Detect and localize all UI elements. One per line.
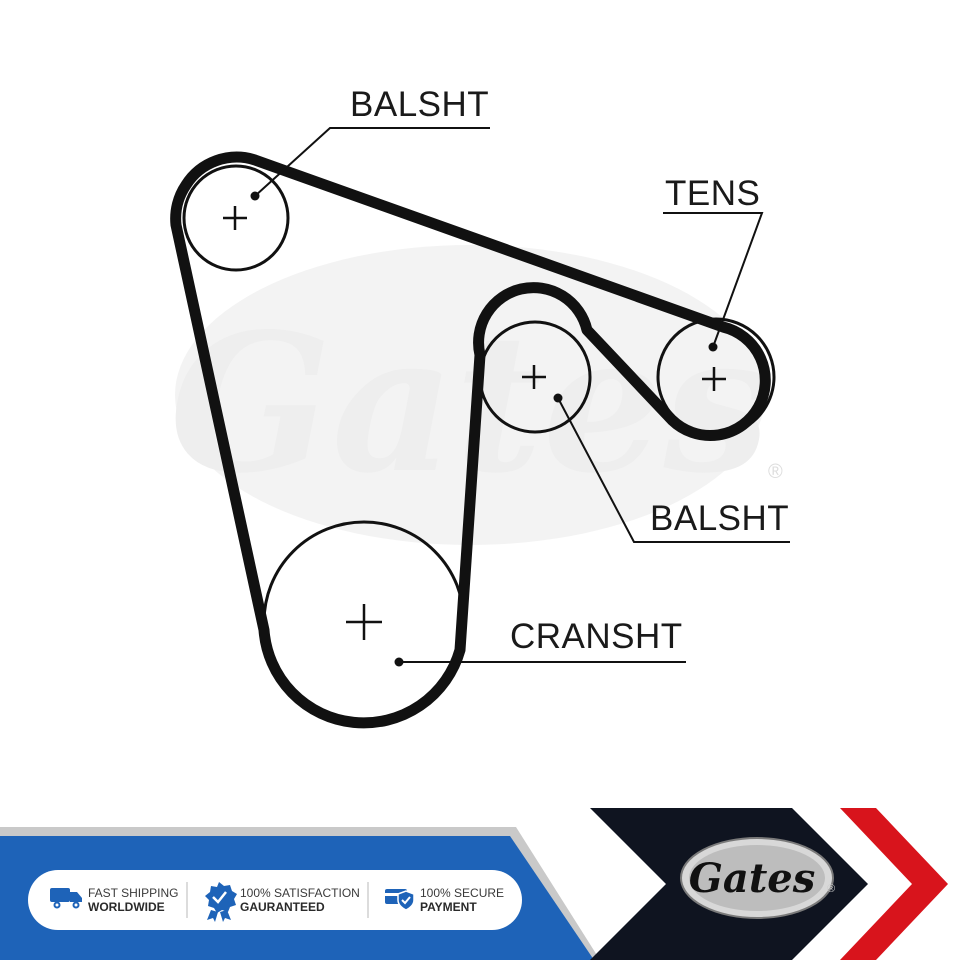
watermark-oval bbox=[175, 245, 765, 545]
balshaft-top-pulley bbox=[182, 164, 290, 272]
footer-banner: Gates ® FAST SHIPPING WORLDWIDE bbox=[0, 808, 948, 960]
badge-check-icon bbox=[205, 882, 237, 922]
crankshaft-center-plus bbox=[346, 604, 382, 640]
leader-lines bbox=[254, 127, 790, 663]
leader-balshaft-right bbox=[557, 397, 790, 543]
badge-fast-shipping: FAST SHIPPING WORLDWIDE bbox=[50, 886, 178, 914]
badge-satisfaction-line2: GAURANTEED bbox=[240, 900, 325, 914]
badge-secure-payment-line1: 100% SECURE bbox=[420, 886, 504, 900]
gates-logo-text: Gates bbox=[689, 855, 816, 902]
label-balshaft-top: BALSHT bbox=[350, 85, 489, 124]
label-tensioner: TENS bbox=[665, 174, 760, 213]
badge-satisfaction-line1: 100% SATISFACTION bbox=[240, 886, 360, 900]
timing-belt bbox=[170, 151, 771, 729]
card-shield-icon bbox=[385, 889, 415, 911]
badge-secure-payment-line2: PAYMENT bbox=[420, 900, 477, 914]
pulley-center-marks bbox=[223, 206, 726, 640]
gates-logo-inner bbox=[689, 845, 825, 911]
leader-dots bbox=[250, 191, 718, 667]
label-balshaft-right: BALSHT bbox=[650, 499, 789, 538]
tensioner-center-plus bbox=[702, 367, 726, 391]
watermark-registered-mark: ® bbox=[768, 461, 783, 483]
badge-secure-payment: 100% SECURE PAYMENT bbox=[385, 886, 504, 914]
leader-tensioner bbox=[663, 212, 764, 348]
footer-red-chevron bbox=[840, 808, 948, 960]
label-crankshaft: CRANSHT bbox=[510, 617, 683, 656]
badge-satisfaction: 100% SATISFACTION GAURANTEED bbox=[205, 882, 360, 922]
balshaft-top-center-plus bbox=[223, 206, 247, 230]
badge-fast-shipping-line2: WORLDWIDE bbox=[88, 900, 165, 914]
badge-fast-shipping-line1: FAST SHIPPING bbox=[88, 886, 178, 900]
feature-pill bbox=[28, 870, 522, 930]
gates-logo: Gates ® bbox=[680, 837, 835, 919]
leader-balshaft-top bbox=[254, 127, 490, 197]
balshaft-right-center-plus bbox=[522, 365, 546, 389]
truck-icon bbox=[50, 888, 82, 909]
gates-watermark: Gates ® bbox=[170, 245, 783, 545]
gates-logo-registered-mark: ® bbox=[827, 883, 835, 895]
